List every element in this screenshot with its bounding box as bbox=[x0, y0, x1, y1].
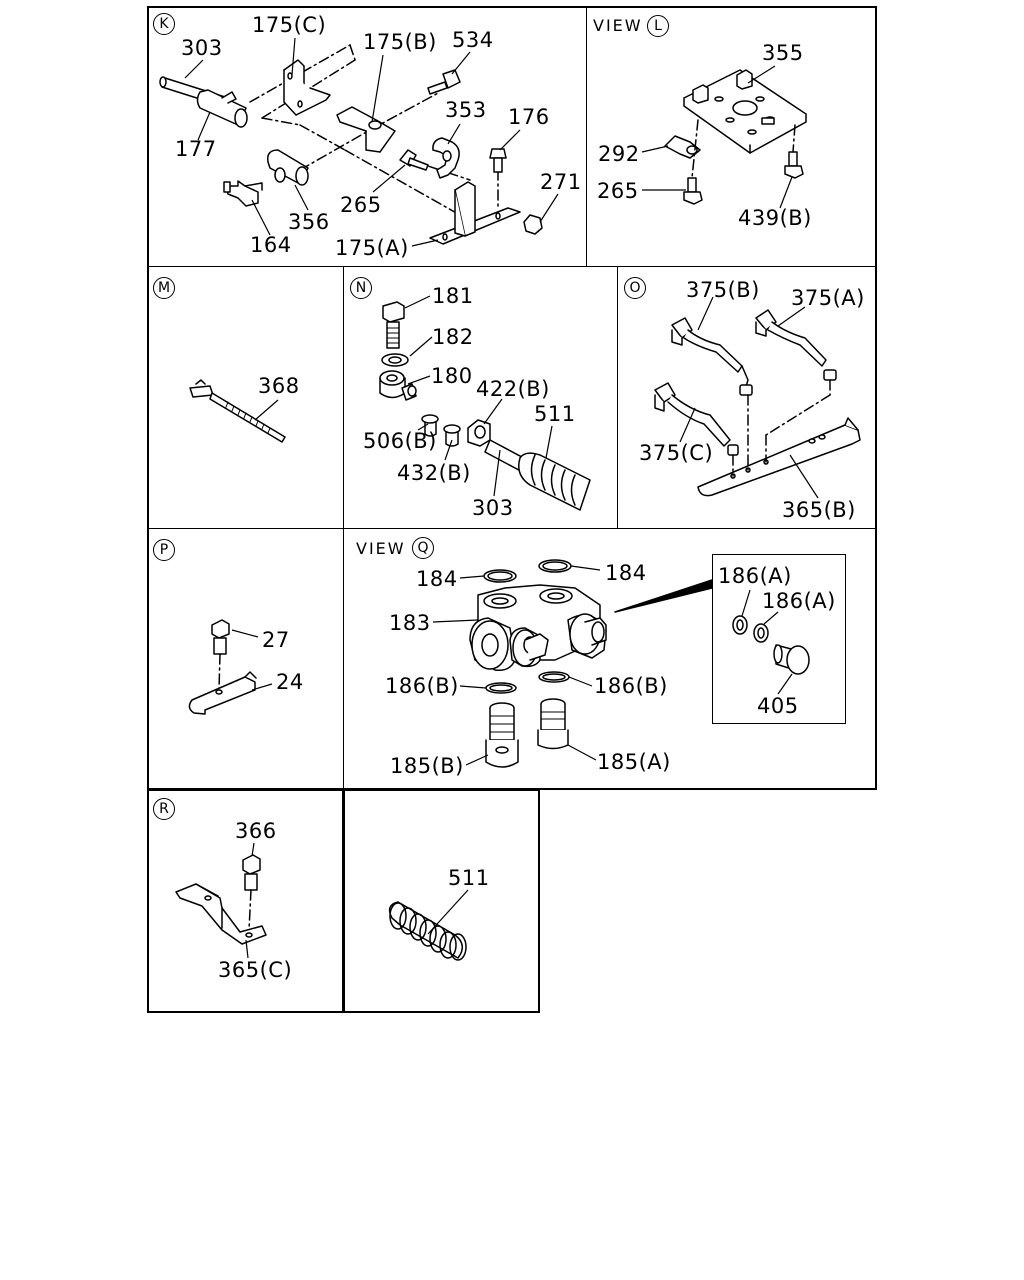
callout-534: 534 bbox=[452, 28, 494, 52]
callout-422b: 422(B) bbox=[476, 377, 550, 401]
callout-186a-lower: 186(A) bbox=[762, 589, 836, 613]
callout-185a: 185(A) bbox=[597, 750, 671, 774]
panel-p-marker: P bbox=[153, 539, 175, 561]
callout-271: 271 bbox=[540, 170, 582, 194]
callout-177: 177 bbox=[175, 137, 217, 161]
callout-265-l: 265 bbox=[597, 179, 639, 203]
callout-180: 180 bbox=[431, 364, 473, 388]
callout-175b: 175(B) bbox=[363, 30, 437, 54]
callout-375a: 375(A) bbox=[791, 286, 865, 310]
callout-185b: 185(B) bbox=[390, 754, 464, 778]
callout-439b: 439(B) bbox=[738, 206, 812, 230]
callout-511-s: 511 bbox=[448, 866, 490, 890]
callout-432b: 432(B) bbox=[397, 461, 471, 485]
callout-368: 368 bbox=[258, 374, 300, 398]
panel-l-view-text: VIEW bbox=[593, 16, 643, 35]
callout-353: 353 bbox=[445, 98, 487, 122]
panel-k-marker: K bbox=[153, 13, 175, 35]
callout-175c: 175(C) bbox=[252, 13, 327, 37]
callout-183: 183 bbox=[389, 611, 431, 635]
callout-184-right: 184 bbox=[605, 561, 647, 585]
callout-511-n: 511 bbox=[534, 402, 576, 426]
callout-365c: 365(C) bbox=[218, 958, 293, 982]
panel-m-marker: M bbox=[153, 277, 175, 299]
callout-405: 405 bbox=[757, 694, 799, 718]
callout-292: 292 bbox=[598, 142, 640, 166]
callout-182: 182 bbox=[432, 325, 474, 349]
callout-184-left: 184 bbox=[416, 567, 458, 591]
callout-186a-upper: 186(A) bbox=[718, 564, 792, 588]
callout-375b: 375(B) bbox=[686, 278, 760, 302]
panel-o-marker: O bbox=[624, 277, 646, 299]
callout-356: 356 bbox=[288, 210, 330, 234]
callout-506b: 506(B) bbox=[363, 429, 437, 453]
callout-265: 265 bbox=[340, 193, 382, 217]
callout-303: 303 bbox=[181, 36, 223, 60]
callout-181: 181 bbox=[432, 284, 474, 308]
panel-q-inset bbox=[712, 554, 846, 724]
callout-175a: 175(A) bbox=[335, 236, 409, 260]
panel-q-view-text: VIEW bbox=[356, 539, 406, 558]
panel-s bbox=[343, 789, 540, 1013]
callout-365b: 365(B) bbox=[782, 498, 856, 522]
panel-r-marker: R bbox=[153, 798, 175, 820]
panel-q bbox=[343, 528, 877, 790]
callout-27: 27 bbox=[262, 628, 290, 652]
callout-355: 355 bbox=[762, 41, 804, 65]
callout-164: 164 bbox=[250, 233, 292, 257]
callout-303-n: 303 bbox=[472, 496, 514, 520]
callout-176: 176 bbox=[508, 105, 550, 129]
panel-l-marker: L bbox=[647, 15, 669, 37]
callout-186b-right: 186(B) bbox=[594, 674, 668, 698]
panel-n-marker: N bbox=[350, 277, 372, 299]
callout-366: 366 bbox=[235, 819, 277, 843]
callout-186b-left: 186(B) bbox=[385, 674, 459, 698]
callout-24: 24 bbox=[276, 670, 304, 694]
panel-q-marker: Q bbox=[412, 537, 434, 559]
callout-375c: 375(C) bbox=[639, 441, 714, 465]
